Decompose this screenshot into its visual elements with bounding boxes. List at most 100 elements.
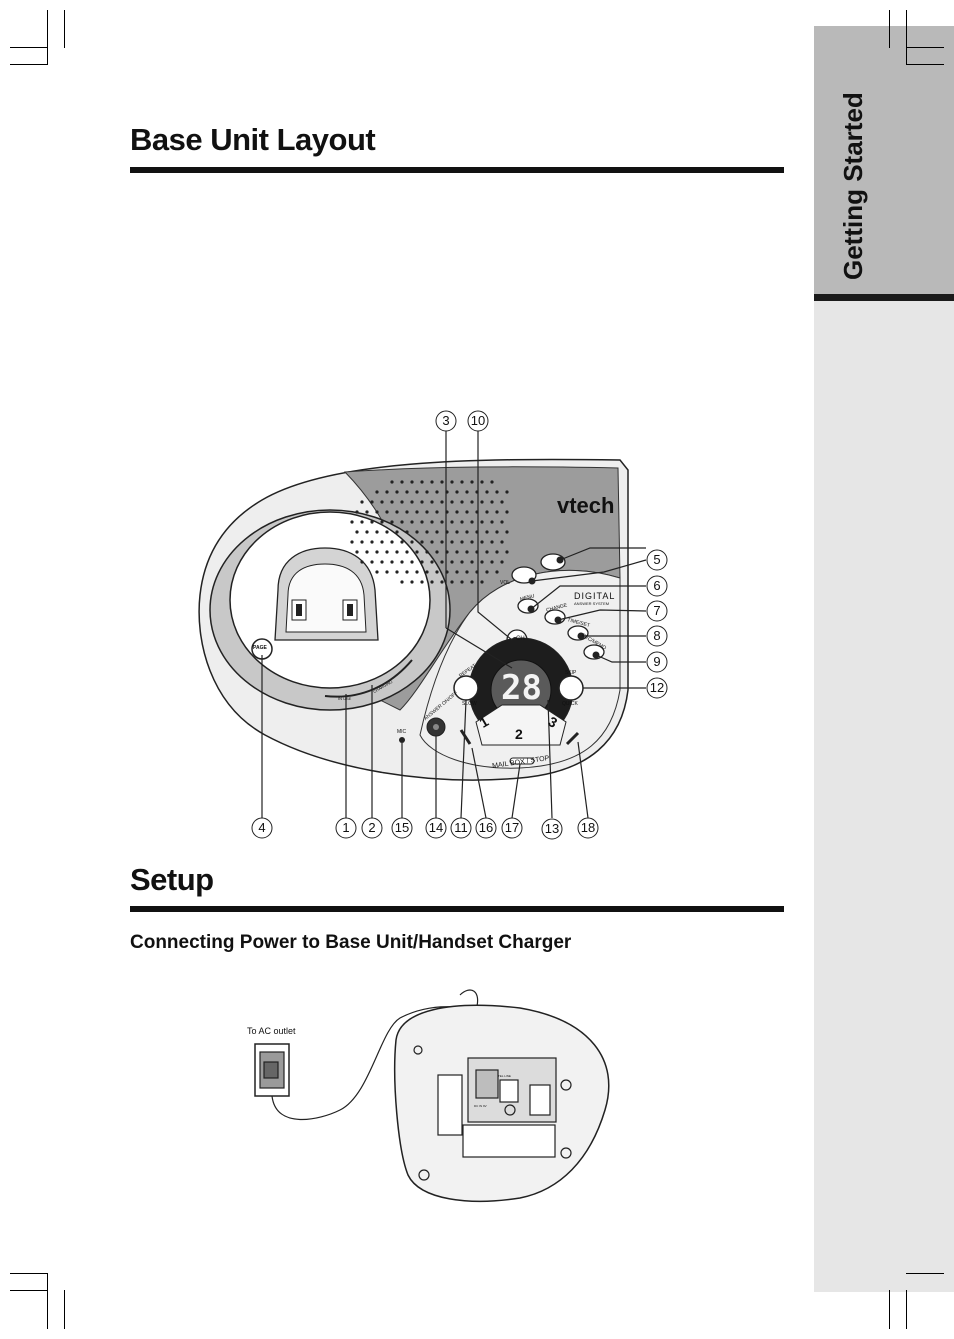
crop-mark bbox=[906, 1290, 907, 1329]
display-readout: 28 bbox=[501, 668, 542, 708]
callout-number: 8 bbox=[653, 628, 661, 643]
speaker-hole bbox=[420, 560, 424, 564]
brand-logo: vtech bbox=[557, 493, 615, 518]
answer-key-label: ANSWER ON/OFF bbox=[423, 690, 460, 722]
base-underside bbox=[394, 1004, 610, 1203]
speaker-hole bbox=[495, 530, 499, 534]
speaker-hole bbox=[425, 530, 429, 534]
speaker-hole bbox=[390, 520, 394, 524]
digital-logo-sub: ANSWER SYSTEM bbox=[574, 601, 610, 606]
crop-mark bbox=[64, 10, 65, 48]
ac-outlet-label: To AC outlet bbox=[247, 1026, 296, 1036]
speaker-hole bbox=[390, 480, 394, 484]
section-tab bbox=[814, 26, 954, 294]
speaker-hole bbox=[370, 500, 374, 504]
speaker-hole bbox=[400, 540, 404, 544]
speaker-hole bbox=[460, 580, 464, 584]
speaker-hole bbox=[445, 550, 449, 554]
speaker-hole bbox=[370, 540, 374, 544]
speaker-hole bbox=[375, 510, 379, 514]
vol-label: VOL bbox=[500, 580, 511, 586]
speaker-hole bbox=[465, 570, 469, 574]
speaker-hole bbox=[420, 540, 424, 544]
speaker-hole bbox=[370, 560, 374, 564]
speaker-hole bbox=[465, 510, 469, 514]
speaker-hole bbox=[415, 550, 419, 554]
speaker-hole bbox=[485, 530, 489, 534]
callout-number: 12 bbox=[649, 680, 665, 695]
section-tab-label: Getting Started bbox=[838, 92, 868, 280]
speaker-hole bbox=[405, 570, 409, 574]
callout-number: 18 bbox=[580, 820, 596, 835]
cradle-pocket bbox=[274, 547, 379, 641]
callout-number: 1 bbox=[342, 820, 350, 835]
speaker-hole bbox=[410, 580, 414, 584]
mailbox-label: MAIL BOX / STOP bbox=[491, 755, 550, 770]
speaker-hole bbox=[470, 500, 474, 504]
speaker-hole bbox=[480, 560, 484, 564]
speaker-hole bbox=[360, 520, 364, 524]
setup-rule bbox=[130, 906, 784, 912]
speaker-hole bbox=[415, 530, 419, 534]
speaker-hole bbox=[370, 520, 374, 524]
callout-number: 11 bbox=[454, 820, 468, 835]
speaker-hole bbox=[405, 510, 409, 514]
crop-mark bbox=[10, 47, 48, 48]
crop-mark bbox=[906, 64, 944, 65]
mailbox-1-key: 1 bbox=[476, 713, 492, 731]
speaker-hole bbox=[480, 520, 484, 524]
speaker-hole bbox=[455, 570, 459, 574]
speaker-hole bbox=[410, 480, 414, 484]
speaker-hole bbox=[460, 520, 464, 524]
tel-line-label: TEL LINE bbox=[498, 1074, 511, 1078]
speaker-hole bbox=[490, 500, 494, 504]
speaker-hole bbox=[505, 510, 509, 514]
speaker-hole bbox=[490, 520, 494, 524]
dc-in-label: DC IN 9V bbox=[474, 1104, 487, 1108]
speaker-hole bbox=[395, 530, 399, 534]
speaker-hole bbox=[395, 550, 399, 554]
speaker-hole bbox=[445, 530, 449, 534]
speaker-hole bbox=[420, 480, 424, 484]
speaker-hole bbox=[365, 550, 369, 554]
crop-mark bbox=[47, 10, 48, 65]
speaker-hole bbox=[385, 550, 389, 554]
callout-number: 13 bbox=[544, 821, 560, 836]
speaker-hole bbox=[475, 530, 479, 534]
speaker-hole bbox=[355, 530, 359, 534]
speaker-hole bbox=[430, 520, 434, 524]
handset-cradle bbox=[229, 511, 431, 689]
speaker-hole bbox=[440, 520, 444, 524]
speaker-hole bbox=[415, 510, 419, 514]
speaker-hole bbox=[465, 490, 469, 494]
speaker-hole bbox=[470, 480, 474, 484]
speaker-hole bbox=[455, 490, 459, 494]
speaker-hole bbox=[355, 510, 359, 514]
speaker-hole bbox=[435, 530, 439, 534]
speaker-hole bbox=[495, 570, 499, 574]
setup-subtitle: Connecting Power to Base Unit/Handset Ch… bbox=[130, 932, 572, 953]
speaker-hole bbox=[385, 570, 389, 574]
speaker-hole bbox=[455, 510, 459, 514]
time-set-key-label: TIME/SET bbox=[566, 617, 591, 629]
speaker-hole bbox=[420, 520, 424, 524]
speaker-hole bbox=[485, 570, 489, 574]
speaker-hole bbox=[375, 490, 379, 494]
speaker-hole bbox=[450, 500, 454, 504]
rec-memo-key-label: REC/MEMO bbox=[580, 632, 608, 652]
crop-mark bbox=[10, 1290, 48, 1291]
speaker-hole bbox=[495, 510, 499, 514]
speaker-hole bbox=[390, 500, 394, 504]
speaker-hole bbox=[430, 500, 434, 504]
speaker-hole bbox=[475, 570, 479, 574]
speaker-hole bbox=[435, 550, 439, 554]
speaker-hole bbox=[385, 510, 389, 514]
speaker-hole bbox=[480, 480, 484, 484]
speaker-hole bbox=[425, 550, 429, 554]
crop-mark bbox=[10, 64, 48, 65]
callout-number: 7 bbox=[653, 603, 661, 618]
speaker-hole bbox=[410, 520, 414, 524]
callout-number: 17 bbox=[504, 820, 520, 835]
speaker-hole bbox=[400, 520, 404, 524]
